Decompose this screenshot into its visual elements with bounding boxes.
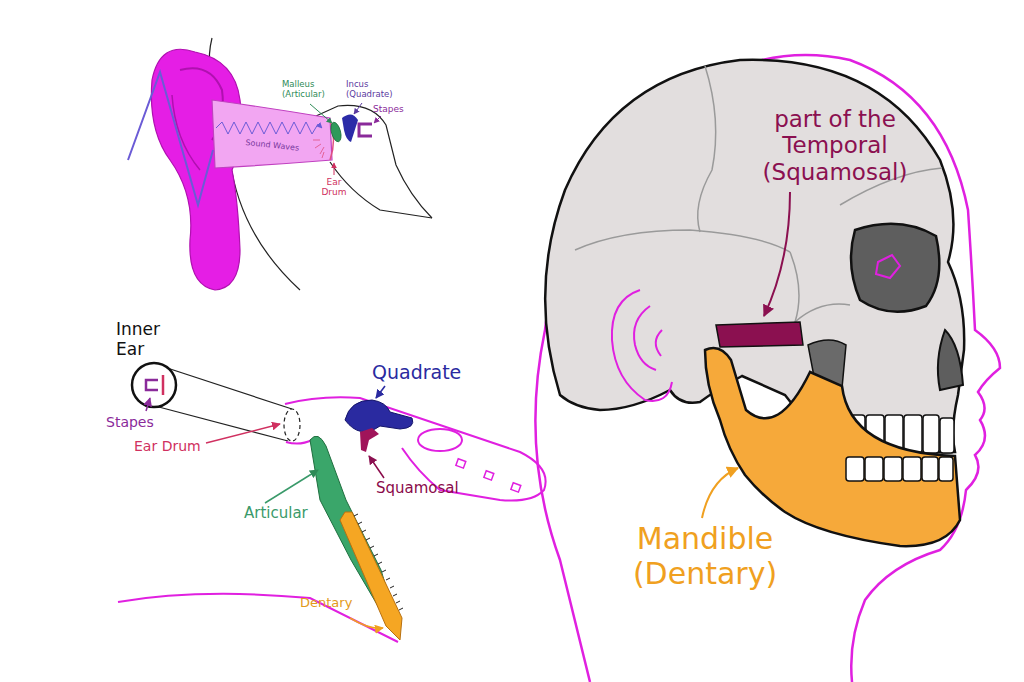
bone-label: Articular bbox=[244, 505, 334, 522]
drawing-line bbox=[354, 103, 362, 114]
drawing-path bbox=[354, 514, 403, 610]
drawing-path bbox=[938, 330, 963, 390]
drawing-line bbox=[369, 456, 384, 478]
drawing-path bbox=[575, 230, 790, 252]
drawing-line bbox=[374, 116, 381, 123]
human-ear bbox=[128, 38, 432, 290]
drawing-rect bbox=[884, 457, 902, 481]
drawing-path bbox=[656, 330, 662, 356]
drawing-rect bbox=[923, 415, 939, 453]
drawing-path bbox=[705, 348, 960, 546]
drawing-path bbox=[230, 160, 300, 290]
ossicle-label: Incus (Quadrate) bbox=[346, 80, 410, 100]
drawing-path bbox=[342, 114, 358, 142]
drawing-path bbox=[716, 322, 803, 347]
drawing-path bbox=[286, 440, 312, 444]
drawing-circle bbox=[132, 363, 176, 407]
drawing-line bbox=[310, 104, 332, 123]
drawing-path bbox=[795, 304, 850, 322]
drawing-g bbox=[313, 140, 324, 158]
drawing-line bbox=[376, 386, 385, 398]
reptile-jaw bbox=[118, 363, 546, 642]
drawing-line bbox=[146, 398, 150, 411]
drawing-path bbox=[360, 428, 379, 452]
drawing-path bbox=[118, 594, 398, 642]
drawing-rect bbox=[940, 418, 954, 453]
drawing-path bbox=[151, 49, 241, 290]
drawing-polyline bbox=[128, 72, 213, 205]
drawing-path bbox=[535, 55, 1000, 682]
drawing-path bbox=[172, 95, 200, 170]
drawing-rect bbox=[456, 459, 466, 468]
drawing-path bbox=[345, 400, 413, 432]
drawing-path bbox=[545, 60, 964, 455]
drawing-path bbox=[876, 255, 900, 278]
drawing-g bbox=[575, 66, 942, 322]
drawing-rect bbox=[904, 415, 922, 453]
drawing-path bbox=[350, 618, 383, 628]
drawing-rect bbox=[846, 457, 864, 481]
drawing-path bbox=[316, 105, 432, 218]
drawing-g bbox=[846, 457, 953, 481]
drawing-polyline bbox=[216, 122, 322, 134]
drawing-path bbox=[612, 290, 672, 401]
ossicle-label: Stapes bbox=[373, 104, 423, 114]
ossicle-label: Malleus (Articular) bbox=[282, 80, 346, 100]
drawing-line bbox=[265, 470, 318, 503]
drawing-path bbox=[146, 380, 158, 390]
human-skull bbox=[535, 55, 1000, 682]
drawing-ellipse bbox=[418, 429, 462, 451]
region-label: Inner Ear bbox=[116, 320, 180, 359]
drawing-path bbox=[790, 252, 799, 322]
bone-label: Stapes bbox=[106, 414, 186, 430]
bone-label: Quadrate bbox=[372, 362, 492, 384]
eardrum-label: Ear Drum bbox=[314, 177, 354, 198]
drawing-path bbox=[340, 512, 402, 640]
bone-label: part of the Temporal (Squamosal) bbox=[735, 106, 935, 185]
drawing-line bbox=[313, 140, 320, 141]
bone-label: Squamosal bbox=[376, 480, 496, 497]
drawing-rect bbox=[903, 457, 921, 481]
drawing-line bbox=[315, 144, 321, 148]
drawing-rect bbox=[922, 457, 938, 481]
drawing-ellipse bbox=[329, 121, 343, 143]
drawing-ellipse bbox=[284, 409, 300, 441]
bone-label: Mandible (Dentary) bbox=[605, 522, 805, 591]
drawing-line bbox=[162, 375, 165, 395]
drawing-line bbox=[155, 406, 288, 441]
drawing-path bbox=[702, 468, 738, 518]
drawing-line bbox=[334, 163, 335, 175]
drawing-path bbox=[634, 306, 656, 370]
drawing-rect bbox=[865, 457, 883, 481]
drawing-path bbox=[698, 66, 716, 232]
drawing-path bbox=[851, 224, 939, 312]
drawing-rect bbox=[484, 471, 494, 480]
bone-label: Dentary bbox=[300, 596, 380, 611]
drawing-rect bbox=[939, 457, 953, 481]
drawing-path bbox=[359, 124, 372, 136]
eardrum-label: Ear Drum bbox=[134, 438, 224, 454]
drawing-line bbox=[206, 424, 280, 443]
drawing-rect bbox=[511, 483, 521, 492]
drawing-line bbox=[322, 152, 324, 158]
sound-label: Sound Waves bbox=[245, 138, 326, 155]
drawing-path bbox=[212, 100, 332, 168]
drawing-path bbox=[764, 192, 790, 316]
